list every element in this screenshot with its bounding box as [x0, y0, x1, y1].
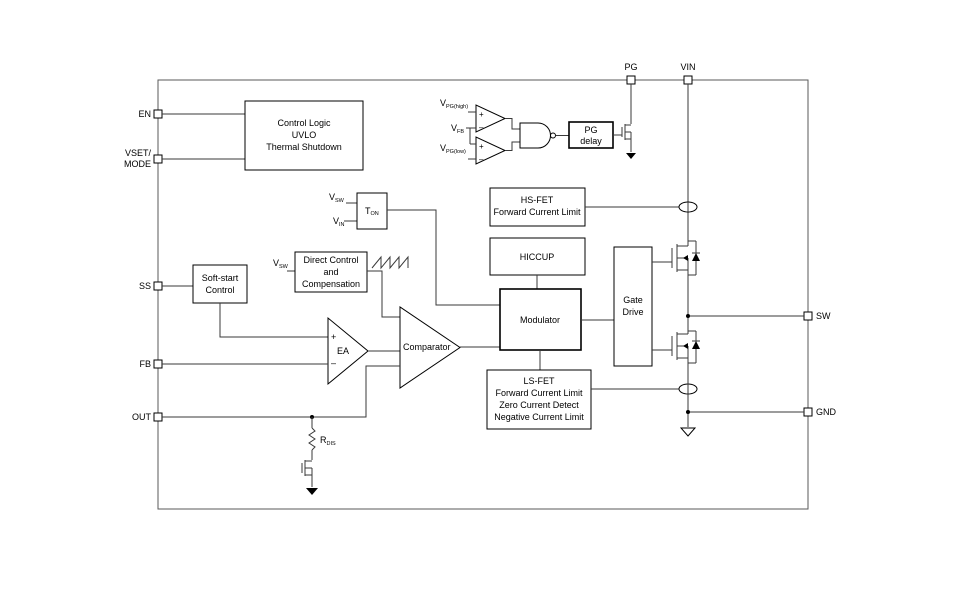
hiccup-block: [489, 237, 586, 276]
pin-gnd: GND: [803, 407, 837, 417]
soft-start-line1: Soft-start: [202, 273, 239, 283]
pin-vin: VIN: [680, 62, 696, 85]
vpg-high-label: VPG(high): [440, 98, 468, 110]
pin-ss-label: SS: [139, 281, 151, 291]
pg-nand-gate: [519, 122, 551, 149]
pg-comparator-circuit: + – + – VPG(high) VFB VPG(low): [440, 98, 569, 165]
direct-control-line1: Direct Control: [303, 255, 358, 265]
direct-control-line3: Compensation: [302, 279, 360, 289]
ls-fet-line3: Zero Current Detect: [499, 400, 579, 410]
ton-label: TON: [365, 206, 379, 217]
vpg-low-label: VPG(low): [440, 143, 466, 155]
pg-delay-line1: PG: [584, 125, 597, 135]
control-logic-block: [244, 100, 364, 171]
pin-out-label: OUT: [132, 412, 152, 422]
pg-delay-block: [568, 121, 614, 149]
pg-high-minus: –: [479, 123, 484, 132]
rdis-resistor-icon: [308, 427, 316, 451]
ea-label: EA: [337, 346, 349, 356]
ls-fet-block: [486, 369, 592, 430]
direct-control-block: [294, 251, 368, 293]
hiccup-label: HICCUP: [520, 252, 555, 262]
pin-sw-label: SW: [816, 311, 831, 321]
rdis-label: RDIS: [320, 435, 336, 447]
out-ground-icon: [306, 488, 318, 495]
ground-icon: [679, 427, 697, 437]
pin-out: OUT: [132, 412, 163, 422]
hs-fet-line2: Forward Current Limit: [493, 207, 581, 217]
pg-high-comparator: [475, 104, 507, 133]
hs-fet-block: [489, 187, 586, 227]
pin-en-label: EN: [138, 109, 151, 119]
pg-high-plus: +: [479, 110, 484, 119]
pin-ss: SS: [139, 281, 163, 291]
control-logic-line1: Control Logic: [277, 118, 331, 128]
pg-low-comparator: [475, 136, 507, 165]
chip-outline: [157, 79, 809, 510]
pin-vin-label: VIN: [680, 62, 695, 72]
pg-delay-line2: delay: [580, 136, 602, 146]
modulator-label: Modulator: [520, 315, 560, 325]
gate-drive-line1: Gate: [623, 295, 643, 305]
comparator-block: [399, 306, 461, 389]
ton-block: [356, 192, 388, 230]
modulator-block: [499, 288, 582, 351]
control-logic-line3: Thermal Shutdown: [266, 142, 342, 152]
soft-start-line2: Control: [205, 285, 234, 295]
control-logic-line2: UVLO: [292, 130, 317, 140]
ls-mosfet-icon: [671, 330, 700, 364]
pin-sw: SW: [803, 311, 831, 321]
output-discharge-circuit: RDIS: [301, 415, 336, 495]
direct-vsw-label: VSW: [273, 258, 289, 270]
pin-pg: PG: [624, 62, 638, 85]
ls-fet-line2: Forward Current Limit: [495, 388, 583, 398]
pin-vset-label: VSET/: [125, 148, 152, 158]
pin-mode-label: MODE: [124, 159, 151, 169]
ton-vsw-label: VSW: [329, 192, 345, 204]
pin-vset-mode: VSET/ MODE: [124, 148, 163, 169]
pin-fb-label: FB: [139, 359, 151, 369]
gate-drive-line2: Drive: [622, 307, 643, 317]
ramp-sawtooth-icon: [371, 255, 409, 270]
ea-minus: –: [331, 358, 336, 368]
direct-control-line2: and: [323, 267, 338, 277]
ls-fet-line1: LS-FET: [523, 376, 555, 386]
pin-gnd-label: GND: [816, 407, 837, 417]
comparator-label: Comparator: [403, 342, 451, 352]
power-stage: [671, 84, 804, 437]
soft-start-block: [192, 264, 248, 304]
ls-fet-line4: Negative Current Limit: [494, 412, 584, 422]
pin-en: EN: [138, 109, 163, 119]
gate-drive-block: [613, 246, 653, 367]
pg-low-plus: +: [479, 142, 484, 151]
pg-low-minus: –: [479, 155, 484, 164]
hs-fet-line1: HS-FET: [521, 195, 554, 205]
pg-pulldown-mosfet: [621, 84, 636, 159]
pin-fb: FB: [139, 359, 163, 369]
ea-plus: +: [331, 332, 336, 342]
vfb-label: VFB: [451, 123, 464, 135]
pg-ground-icon: [626, 153, 636, 159]
pin-pg-label: PG: [624, 62, 637, 72]
ea-amplifier: [327, 316, 369, 386]
hs-mosfet-icon: [671, 240, 700, 276]
ton-vin-label: VIN: [333, 216, 345, 228]
